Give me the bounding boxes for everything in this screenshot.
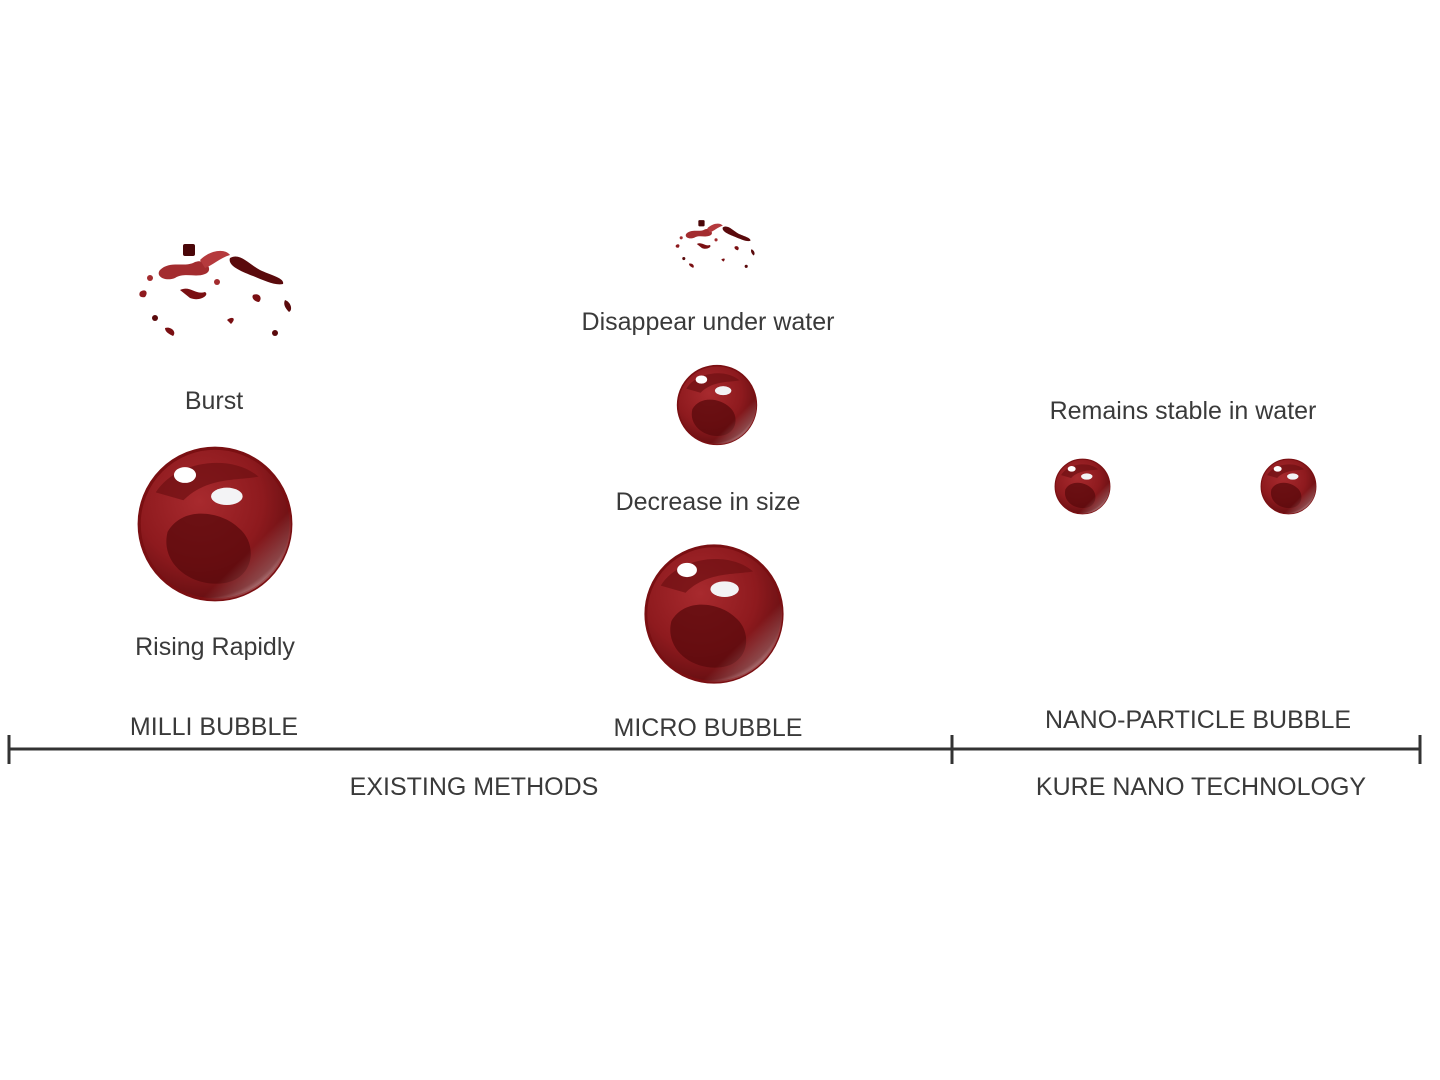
existing-methods-label: EXISTING METHODS [350, 773, 599, 801]
nano-stable-label: Remains stable in water [1050, 397, 1317, 425]
disappear-splash-icon [675, 220, 755, 268]
micro-disappear-label: Disappear under water [582, 308, 835, 336]
milli-burst-label: Burst [185, 387, 243, 415]
scale-bar [7, 735, 1422, 764]
burst-splash-icon [139, 244, 292, 336]
nano-bubble-icon-left [1054, 458, 1111, 515]
micro-bubble-title: MICRO BUBBLE [614, 714, 803, 742]
milli-rising-label: Rising Rapidly [135, 633, 295, 661]
nano-bubble-icon-right [1260, 458, 1317, 515]
milli-bubble-icon [137, 446, 293, 602]
micro-bubble-icon [644, 544, 784, 684]
milli-bubble-title: MILLI BUBBLE [130, 713, 298, 741]
kure-nano-technology-label: KURE NANO TECHNOLOGY [1036, 773, 1366, 801]
micro-decrease-label: Decrease in size [616, 488, 801, 516]
micro-small-bubble-icon [676, 364, 758, 446]
nano-bubble-title: NANO-PARTICLE BUBBLE [1045, 706, 1351, 734]
